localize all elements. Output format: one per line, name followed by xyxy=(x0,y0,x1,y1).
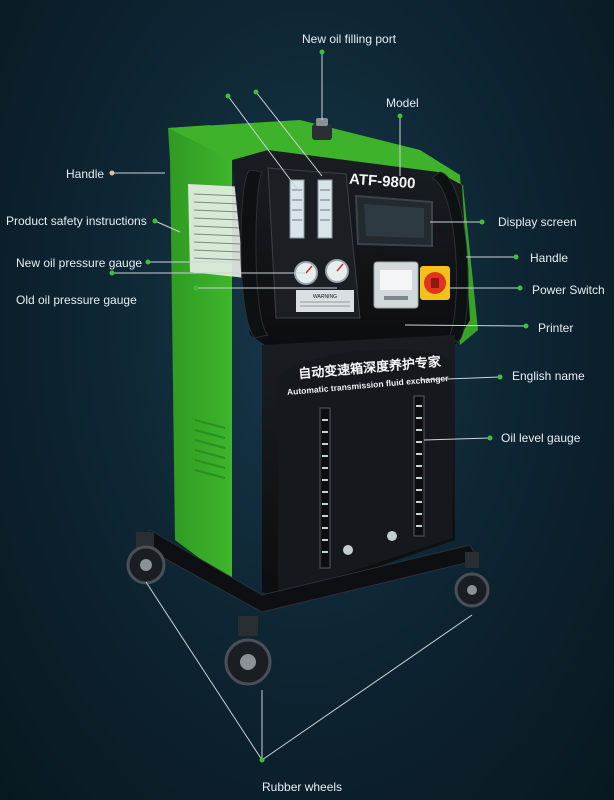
callout-lines xyxy=(112,52,527,761)
label-display-screen: Display screen xyxy=(498,215,577,229)
printer[interactable] xyxy=(373,261,419,309)
label-oil-level-gauge: Oil level gauge xyxy=(501,431,581,445)
safety-instructions-sticker xyxy=(188,184,246,278)
left-handle[interactable] xyxy=(240,169,270,339)
label-old-oil-pressure-gauge: Old oil pressure gauge xyxy=(16,293,137,307)
display-screen xyxy=(354,194,433,248)
warning-plate: WARNING xyxy=(296,290,354,312)
label-new-oil-filling-port: New oil filling port xyxy=(302,32,397,46)
oil-level-gauge-right xyxy=(413,395,425,537)
label-new-oil-pressure-gauge: New oil pressure gauge xyxy=(16,256,143,270)
oil-filling-port[interactable] xyxy=(312,118,332,140)
label-handle-left: Handle xyxy=(66,167,105,181)
warning-text: WARNING xyxy=(313,294,337,300)
model-label: ATF-9800 xyxy=(349,171,416,193)
label-printer: Printer xyxy=(538,321,574,335)
label-power-switch: Power Switch xyxy=(532,283,605,297)
side-vents xyxy=(194,419,226,479)
rubber-wheel-rear-left xyxy=(126,532,166,585)
valve-knob-right[interactable] xyxy=(387,531,397,541)
rubber-wheel-right xyxy=(454,552,490,608)
power-switch[interactable] xyxy=(420,266,450,300)
label-rubber-wheels: Rubber wheels xyxy=(262,780,343,794)
oil-level-gauge-left xyxy=(319,407,331,569)
rubber-wheel-front-left xyxy=(224,616,272,686)
old-oil-pressure-gauge xyxy=(325,259,349,283)
label-product-safety-instructions: Product safety instructions xyxy=(6,214,147,228)
label-model: Model xyxy=(386,96,419,110)
callout-dots xyxy=(109,49,529,763)
flow-meter-tubes xyxy=(289,179,333,239)
label-handle-right: Handle xyxy=(530,251,569,265)
valve-knob-left[interactable] xyxy=(343,545,353,555)
label-english-name: English name xyxy=(512,369,585,383)
